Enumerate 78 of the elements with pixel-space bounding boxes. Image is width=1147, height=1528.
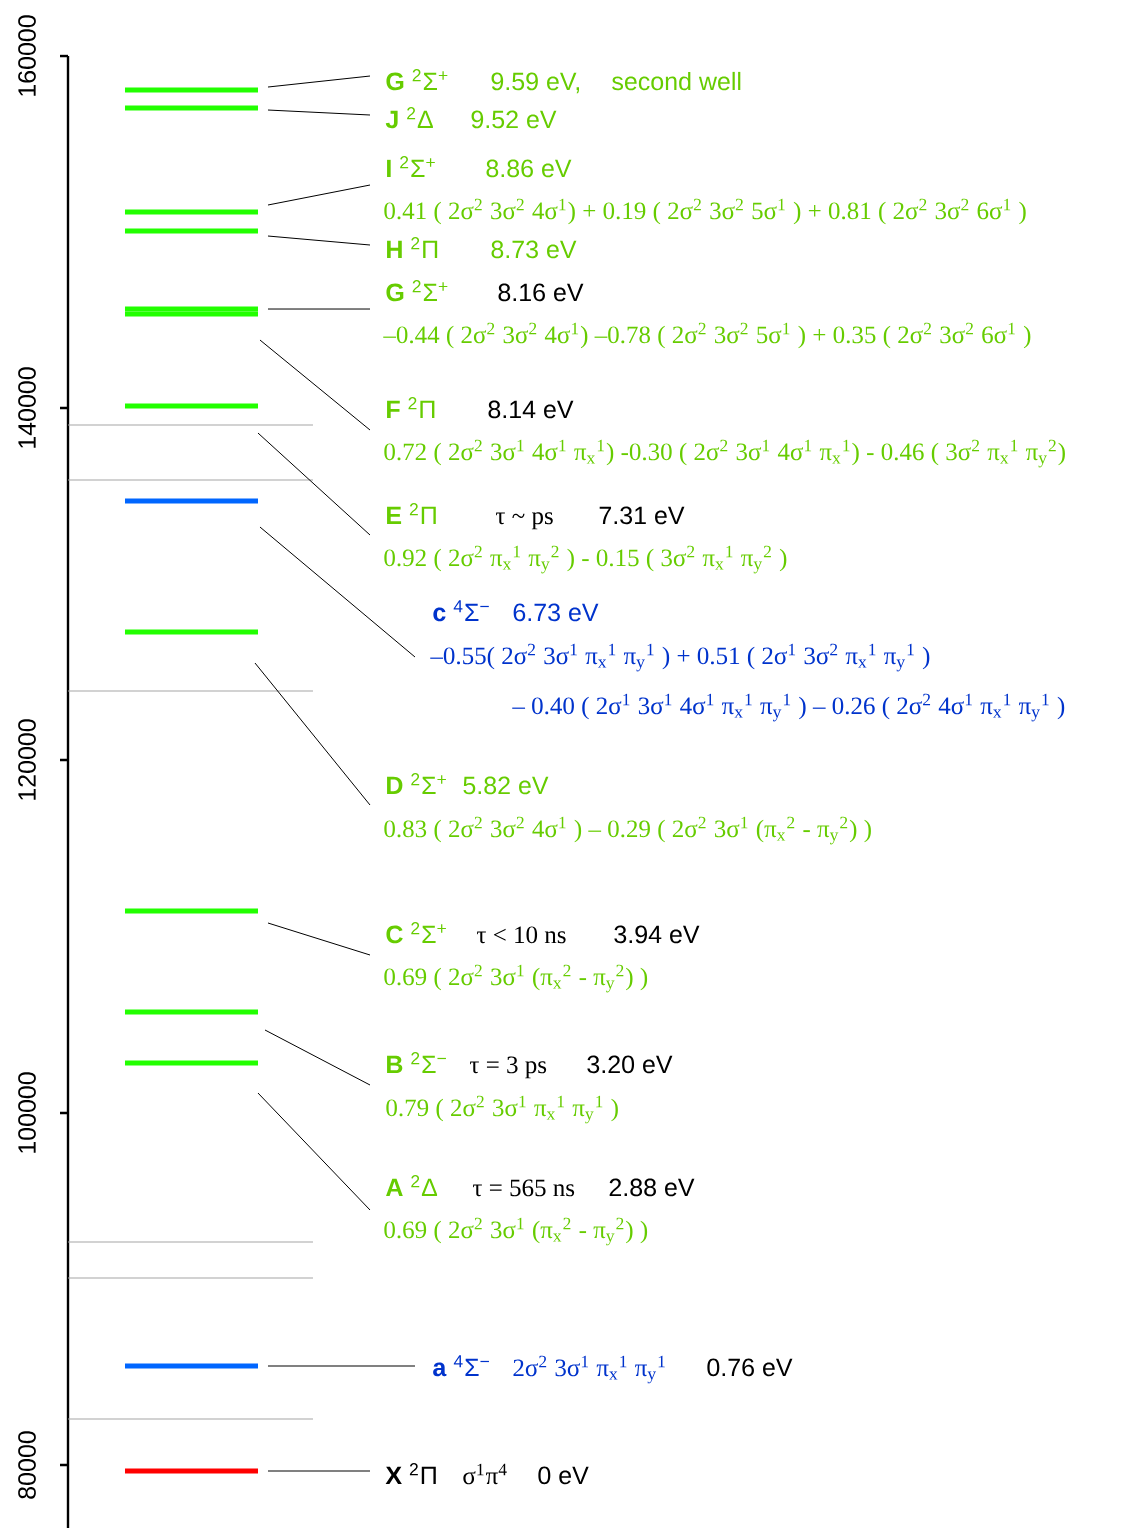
energy-value: 8.73 eV (491, 240, 577, 259)
state-label: J $^{2}$Δ (385, 107, 433, 129)
energy-level-bar (125, 228, 258, 234)
state-label: X $^{2}$Π (385, 1463, 436, 1484)
lifetime-text: τ = 3 ps (469, 1056, 547, 1079)
leader-line (259, 339, 371, 431)
leader-line (267, 109, 371, 116)
state-label: G $^{2}$Σ$^{+}$ (386, 280, 448, 302)
state-label: A $^{2}$Δ (386, 1175, 438, 1196)
leader-line (257, 432, 371, 536)
configuration-formula: 0.69 ( 2σ$^{2}$ 3σ$^{1}$ (π$_{x}$$^{2}$ - π$_{y}$$^{2}$) ) (384, 964, 648, 993)
leader-line (267, 1470, 371, 1472)
energy-level-bar (125, 1363, 258, 1369)
configuration-formula: 0.79 ( 2σ$^{2}$ 3σ$^{1}$ π$_{x}$$^{1}$ π$_{y}$$^{1}$ ) (386, 1095, 618, 1124)
state-label: I $^{2}$Σ$^{+}$ (387, 156, 435, 177)
energy-level-bar (125, 1009, 258, 1015)
energy-value: 8.16 eV (498, 283, 584, 302)
energy-level-bar (125, 403, 258, 409)
configuration-formula: 0.83 ( 2σ$^{2}$ 3σ$^{2}$ 4σ$^{1}$ ) – 0.29 ( 2σ$^{2}$ 3σ$^{1}$ (π$_{x}$$^{2}$ - π$_{y}$$^{2}$) ) (384, 816, 871, 845)
leader-line (267, 1365, 416, 1367)
energy-level-bar (125, 1060, 258, 1066)
state-label: H $^{2}$Π (387, 237, 438, 258)
energy-value: 2.88 eV (609, 1178, 695, 1197)
leader-line (267, 308, 371, 310)
energy-level-bar (125, 209, 258, 215)
energy-level-bar (125, 629, 258, 635)
energy-level-bar (125, 1468, 258, 1474)
tick-label: 80000 (18, 1431, 36, 1499)
leader-line (267, 184, 371, 206)
energy-level-bar (125, 105, 258, 111)
energy-value: 9.59 eV, (491, 72, 579, 94)
tick-label: 140000 (18, 367, 36, 448)
energy-value: 7.31 eV (599, 506, 685, 525)
energy-value: 6.73 eV (513, 603, 599, 622)
energy-value: 0 eV (538, 1466, 589, 1485)
leader-line (259, 526, 416, 658)
configuration-formula: –0.44 ( 2σ$^{2}$ 3σ$^{2}$ 4σ$^{1}$) –0.78 ( 2σ$^{2}$ 3σ$^{2}$ 5σ$^{1}$ ) + 0.35 ( 2σ$^{2}$ 3σ$^{2}$ 6σ$^{1}$ ) (383, 322, 1031, 349)
state-label: E $^{2}$Π (387, 503, 436, 524)
state-label: D $^{2}$Σ$^{+}$ (387, 773, 446, 794)
energy-level-bar (125, 311, 258, 317)
tick-label: 120000 (18, 719, 36, 800)
configuration-formula: 0.69 ( 2σ$^{2}$ 3σ$^{1}$ (π$_{x}$$^{2}$ - π$_{y}$$^{2}$) ) (384, 1217, 648, 1246)
energy-value: 8.86 eV (486, 159, 572, 178)
lifetime-text: τ = 565 ns (472, 1179, 575, 1197)
configuration-formula: – 0.40 ( 2σ$^{1}$ 3σ$^{1}$ 4σ$^{1}$ π$_{x}$$^{1}$ π$_{y}$$^{1}$ ) – 0.26 ( 2σ$^{2}$ 4σ$^{1}$ π$_{x}$$^{1}$ π$_{y}$$^{1}$ ) (512, 693, 1065, 722)
leader-line (264, 1029, 371, 1086)
energy-value: 8.14 eV (488, 400, 574, 419)
energy-level-bar (125, 908, 258, 914)
lifetime-text: τ < 10 ns (476, 926, 566, 944)
configuration-formula: 0.41 ( 2σ$^{2}$ 3σ$^{2}$ 4σ$^{1}$) + 0.19 ( 2σ$^{2}$ 3σ$^{2}$ 5σ$^{1}$ ) + 0.81 ( 2σ$^{2}$ 3σ$^{2}$ 6σ$^{1}$ ) (384, 198, 1026, 225)
tick-label: 160000 (18, 15, 36, 96)
energy-value: 5.82 eV (463, 776, 549, 795)
leader-line (267, 75, 371, 88)
energy-value: 3.20 eV (587, 1055, 673, 1074)
configuration-formula: 0.72 ( 2σ$^{2}$ 3σ$^{1}$ 4σ$^{1}$ π$_{x}$$^{1}$) -0.30 ( 2σ$^{2}$ 3σ$^{1}$ 4σ$^{1}$ π$_{x}$$^{1}$) - 0.46 ( 3σ$^{2}$ π$_{x}$$^{1}$ π$_{y}$$^{2}$) (384, 439, 1065, 468)
energy-level-bar (125, 306, 258, 312)
energy-value: 9.52 eV (471, 110, 557, 129)
state-label: G $^{2}$Σ$^{+}$ (386, 69, 448, 91)
lifetime-text: τ ~ ps (495, 512, 553, 530)
note-text: second well (612, 71, 741, 91)
configuration-formula: σ$^{1}$π$^{4}$ (463, 1463, 507, 1485)
configuration-formula: 2σ$^{2}$ 3σ$^{1}$ π$_{x}$$^{1}$ π$_{y}$1 (513, 1355, 665, 1384)
state-label: c $^{4}$Σ$^{−}$ (433, 600, 489, 622)
configuration-formula: –0.55( 2σ$^{2}$ 3σ$^{1}$ π$_{x}$$^{1}$ π$_{y}$$^{1}$ ) + 0.51 ( 2σ$^{1}$ 3σ$^{2}$ π$_{x}$$^{1}$ π$_{y}$$^{1}$ ) (430, 643, 930, 672)
leader-line (267, 922, 371, 956)
energy-value: 3.94 eV (614, 925, 700, 944)
state-label: B $^{2}$Σ$^{−}$ (387, 1052, 446, 1073)
energy-value: 0.76 eV (707, 1358, 793, 1377)
energy-level-bar (125, 498, 258, 504)
leader-line (254, 662, 371, 806)
energy-level-bar (125, 87, 258, 93)
state-label: F $^{2}$Π (387, 397, 435, 418)
state-label: a $^{4}$Σ$^{−}$ (433, 1355, 489, 1377)
configuration-formula: 0.92 ( 2σ$^{2}$ π$_{x}$$^{1}$ π$_{y}$$^{2}$ ) - 0.15 ( 3σ$^{2}$ π$_{x}$$^{1}$ π$_{y}$$^{2}$ ) (384, 545, 787, 574)
leader-line (257, 1092, 371, 1211)
tick-label: 100000 (18, 1072, 36, 1153)
leader-line (267, 235, 371, 246)
state-label: C $^{2}$Σ$^{+}$ (386, 922, 446, 944)
